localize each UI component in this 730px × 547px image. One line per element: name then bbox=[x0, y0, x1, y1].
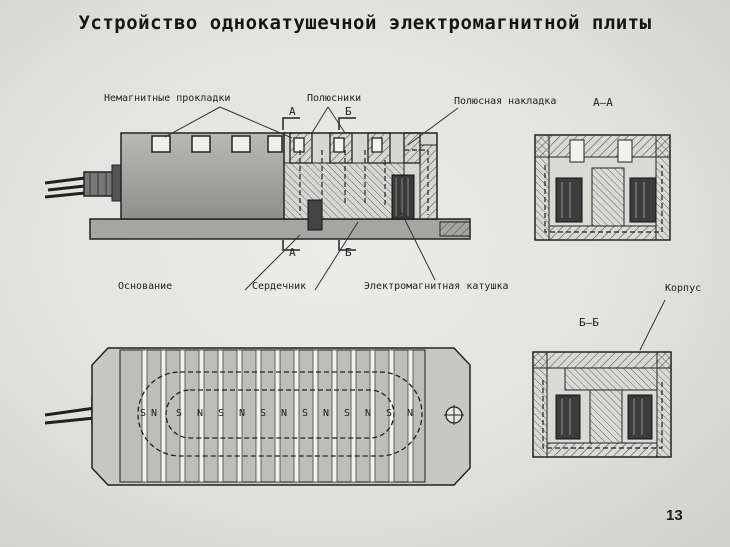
label-poles: Полюсники bbox=[307, 93, 362, 104]
label-base: Основание bbox=[118, 281, 173, 292]
pole-teeth-section bbox=[289, 132, 421, 164]
core bbox=[307, 199, 323, 231]
label-section-bb: Б—Б bbox=[579, 316, 599, 329]
cable bbox=[44, 164, 123, 202]
slide-title: Устройство однокатушечной электромагнитн… bbox=[78, 12, 652, 34]
coil-section-bb-left bbox=[555, 394, 581, 440]
coil-section-aa-left bbox=[555, 177, 583, 223]
section-mark-b-bottom: Б bbox=[345, 246, 352, 259]
spacer-strips bbox=[141, 349, 414, 483]
coil-section-side bbox=[391, 174, 415, 220]
top-view bbox=[44, 347, 471, 486]
leader-lines-top bbox=[164, 106, 459, 291]
section-markers-side bbox=[282, 117, 356, 251]
label-spacers: Немагнитные прокладки bbox=[104, 93, 231, 104]
label-core: Сердечник bbox=[252, 281, 307, 292]
section-aa-view bbox=[534, 134, 671, 241]
side-view bbox=[44, 106, 471, 291]
label-housing: Корпус bbox=[665, 283, 702, 294]
section-mark-a-top: A bbox=[289, 105, 296, 118]
coil-section-bb-right bbox=[627, 394, 653, 440]
pole-letter: N bbox=[407, 408, 414, 419]
pole-letter: N bbox=[281, 408, 288, 419]
pole-letters: S N S N S N S N S N S N S N bbox=[140, 408, 430, 422]
label-coil: Электромагнитная катушка bbox=[364, 281, 509, 292]
pole-letter: S bbox=[302, 408, 309, 419]
section-bb-view bbox=[532, 299, 672, 458]
pole-letter: S bbox=[140, 408, 147, 419]
pole-letter: S bbox=[260, 408, 267, 419]
pole-letter: S bbox=[386, 408, 393, 419]
pole-letter: N bbox=[365, 408, 372, 419]
coil-section-aa-right bbox=[629, 177, 657, 223]
pole-teeth-outer bbox=[151, 135, 283, 153]
pole-letter: N bbox=[151, 408, 158, 419]
pole-letter: S bbox=[176, 408, 183, 419]
pole-letter: S bbox=[218, 408, 225, 419]
pole-letter: S bbox=[344, 408, 351, 419]
pole-letter: N bbox=[323, 408, 330, 419]
section-mark-a-bottom: A bbox=[289, 246, 296, 259]
flux-lines-side bbox=[299, 149, 429, 215]
label-section-aa: A—A bbox=[593, 96, 613, 109]
section-mark-b-top: Б bbox=[345, 105, 352, 118]
pole-letter: N bbox=[197, 408, 204, 419]
label-pole-plate: Полюсная накладка bbox=[454, 96, 557, 107]
page-number: 13 bbox=[666, 507, 683, 524]
pole-letter: N bbox=[239, 408, 246, 419]
